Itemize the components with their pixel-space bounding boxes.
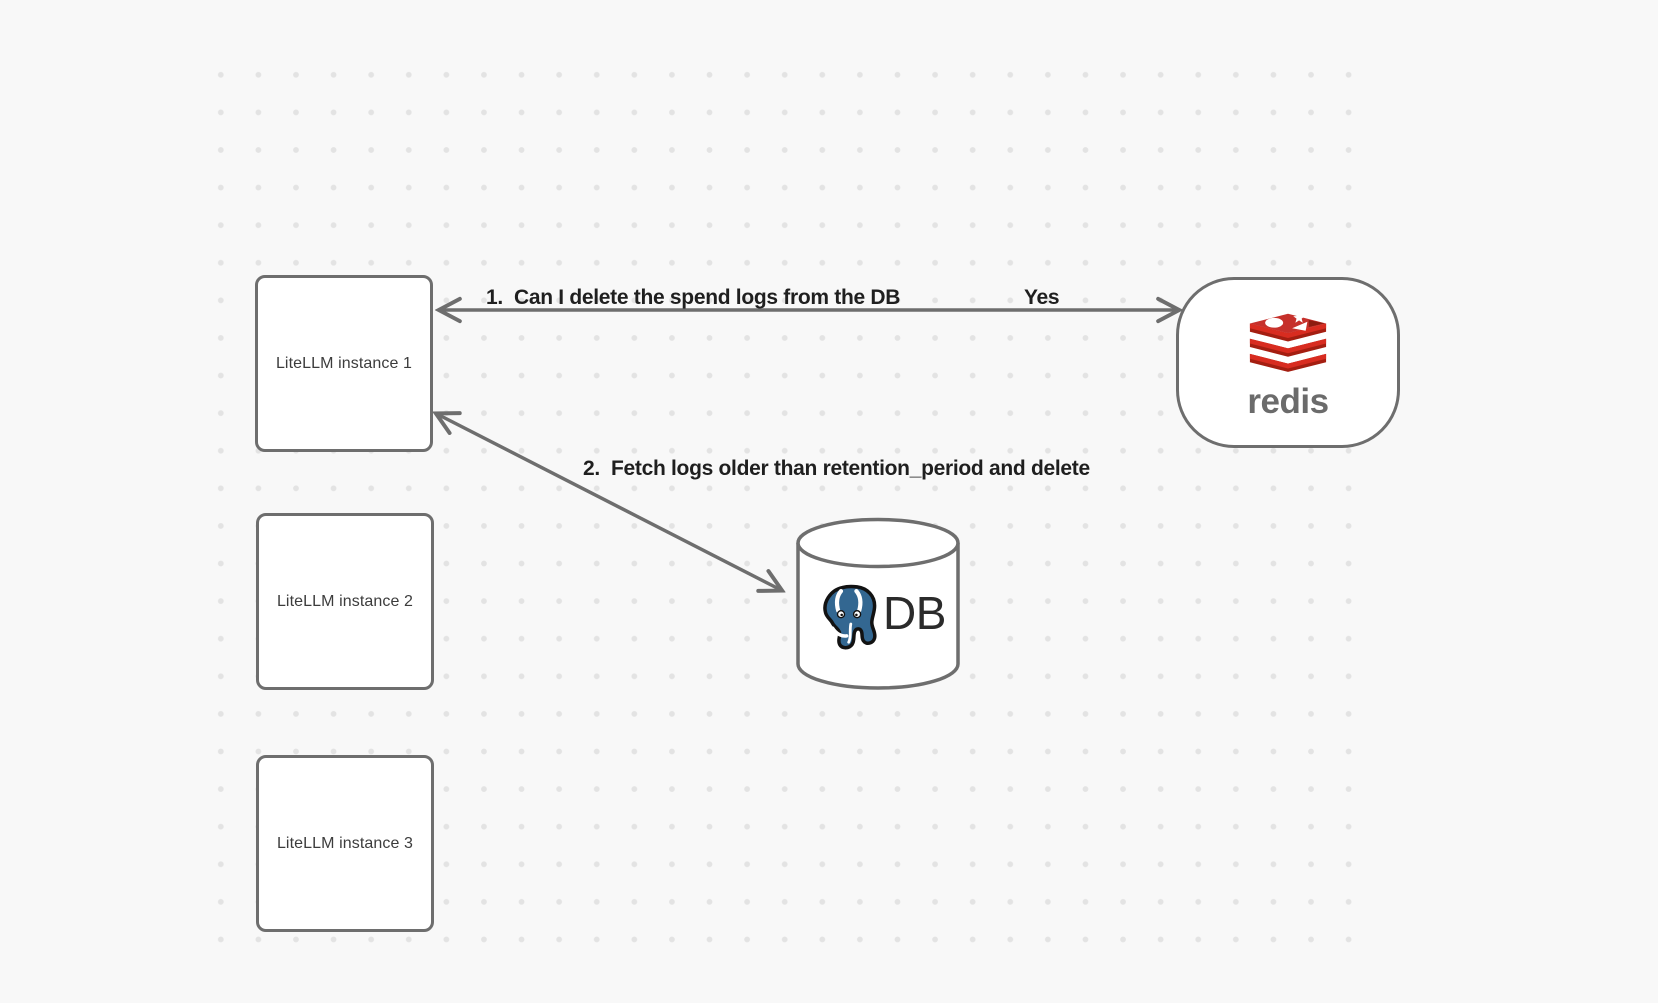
node-database[interactable]: DB [794,516,962,694]
edge1-label[interactable]: 1. Can I delete the spend logs from the … [486,286,901,309]
node-redis[interactable]: redis [1176,277,1400,448]
edge2-label[interactable]: 2. Fetch logs older than retention_perio… [583,457,1090,480]
node-litellm-instance-1[interactable]: LiteLLM instance 1 [255,275,433,452]
edge1-response-label[interactable]: Yes [1024,286,1060,309]
node-label: LiteLLM instance 1 [275,354,413,372]
postgresql-elephant-icon [823,584,877,650]
node-litellm-instance-3[interactable]: LiteLLM instance 3 [256,755,434,932]
redis-wordmark: redis [1247,381,1329,421]
database-cylinder-icon [796,517,960,690]
node-label: LiteLLM instance 2 [276,592,414,610]
edge-litellm1-db[interactable] [437,414,781,590]
node-label: LiteLLM instance 3 [276,834,414,852]
redis-stack-icon [1249,311,1327,372]
db-label: DB [883,587,946,639]
node-litellm-instance-2[interactable]: LiteLLM instance 2 [256,513,434,690]
